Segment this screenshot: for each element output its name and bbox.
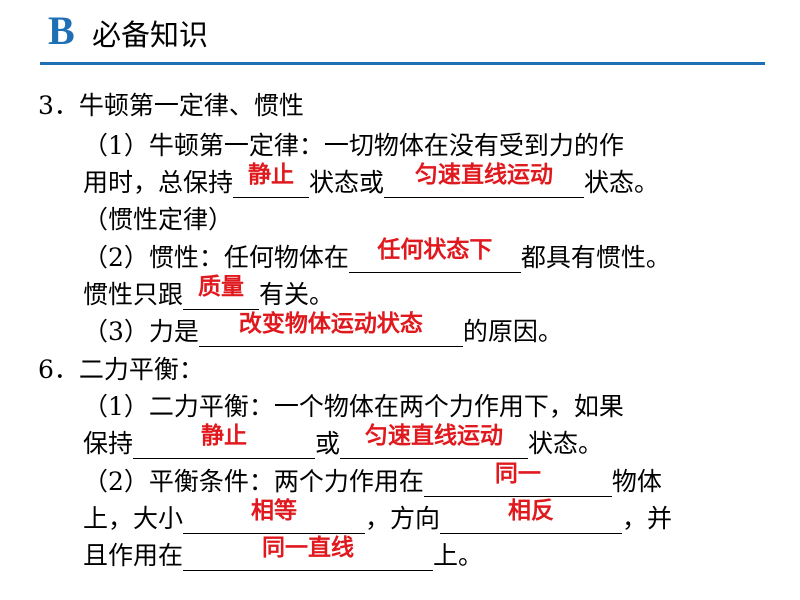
fill-blank: 静止 xyxy=(233,162,310,198)
section3-law-note: （惯性定律） xyxy=(83,205,234,234)
fill-blank: 任何状态下 xyxy=(348,237,521,273)
section6-heading: 6．二力平衡： xyxy=(38,355,204,384)
section6-def-line1: （1）二力平衡：一个物体在两个力作用下，如果 xyxy=(83,392,624,421)
section3-heading: 3．牛顿第一定律、惯性 xyxy=(38,91,304,120)
answer-text: 改变物体运动状态 xyxy=(238,311,423,337)
fill-blank: 同一直线 xyxy=(183,535,434,571)
fill-blank: 静止 xyxy=(133,423,316,459)
section6-cond-line2: 上，大小相等，方向相反，并 xyxy=(83,498,673,534)
section3-inertia-line2: 惯性只跟质量有关。 xyxy=(83,274,335,310)
section3-law-line1: （1）牛顿第一定律：一切物体在没有受到力的作 xyxy=(83,131,624,160)
header-title: 必备知识 xyxy=(92,18,209,52)
section6-cond-line3: 且作用在同一直线上。 xyxy=(83,535,484,571)
section3-force-line: （3）力是改变物体运动状态的原因。 xyxy=(83,311,563,347)
section6-cond-line1: （2）平衡条件：两个力作用在同一物体 xyxy=(83,461,662,497)
answer-text: 静止 xyxy=(201,423,248,449)
answer-text: 任何状态下 xyxy=(377,237,493,263)
answer-text: 同一 xyxy=(494,461,541,487)
answer-text: 质量 xyxy=(198,274,245,300)
answer-text: 静止 xyxy=(248,162,295,188)
fill-blank: 同一 xyxy=(423,461,612,497)
fill-blank: 相反 xyxy=(440,498,623,534)
fill-blank: 匀速直线运动 xyxy=(340,423,529,459)
section6-def-line2: 保持静止或匀速直线运动状态。 xyxy=(83,423,604,459)
fill-blank: 相等 xyxy=(183,498,366,534)
fill-blank: 质量 xyxy=(183,274,260,310)
slide-header: B 必备知识 xyxy=(0,0,800,70)
section-logo-letter: B xyxy=(48,8,75,53)
fill-blank: 改变物体运动状态 xyxy=(198,311,463,347)
answer-text: 同一直线 xyxy=(262,535,355,561)
section3-inertia-line1: （2）惯性：任何物体在任何状态下都具有惯性。 xyxy=(83,237,671,273)
answer-text: 相反 xyxy=(508,498,555,524)
section3-law-line2: 用时，总保持静止状态或匀速直线运动状态。 xyxy=(83,162,660,198)
answer-text: 匀速直线运动 xyxy=(415,162,554,188)
fill-blank: 匀速直线运动 xyxy=(384,162,585,198)
header-divider xyxy=(40,62,765,65)
answer-text: 相等 xyxy=(251,498,298,524)
answer-text: 匀速直线运动 xyxy=(365,423,504,449)
